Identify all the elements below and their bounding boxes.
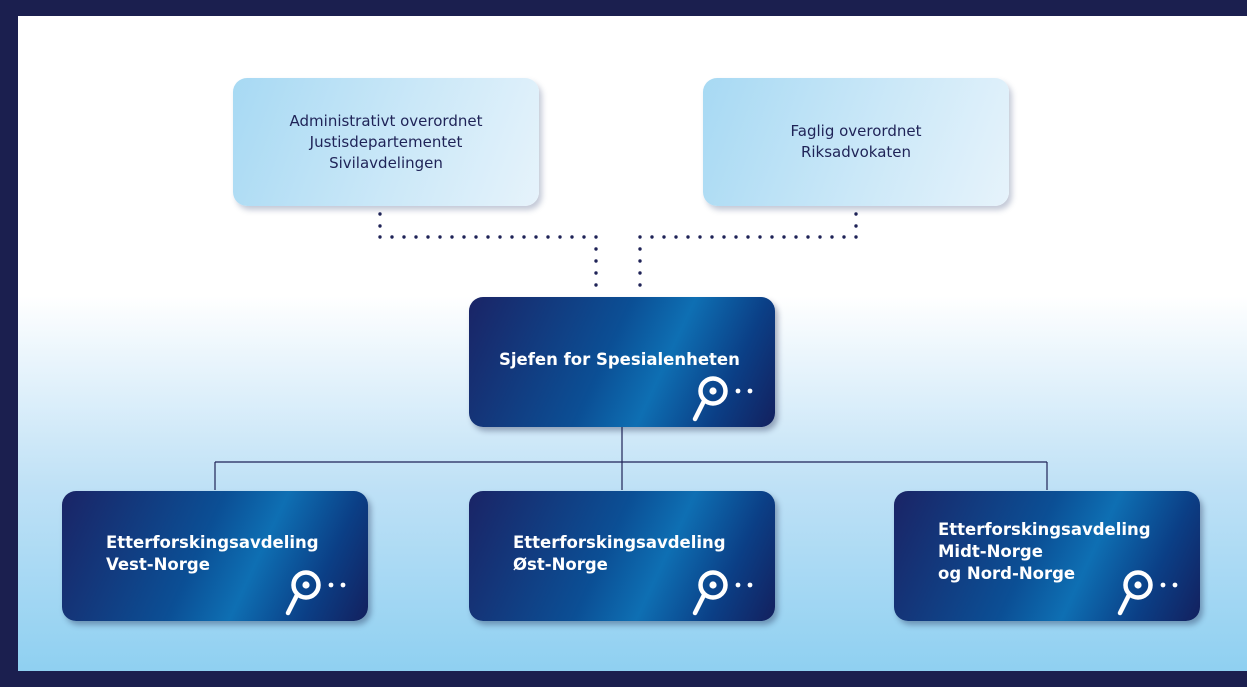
dotted-connector-dot: [378, 235, 382, 239]
department-label-vest: Etterforskingsavdeling Vest-Norge: [106, 532, 319, 576]
dotted-connector-dot: [638, 283, 642, 287]
dotted-connector-dot: [486, 235, 490, 239]
dotted-connector-dot: [390, 235, 394, 239]
administrative-line-1: Administrativt overordnet: [289, 111, 483, 130]
dotted-connector-dot: [462, 235, 466, 239]
dotted-connector-dot: [378, 224, 382, 228]
magnifier-dots-logo-icon: [1117, 570, 1178, 616]
department-line: Midt-Norge: [938, 542, 1043, 561]
dotted-connector-dot: [450, 235, 454, 239]
dotted-connector-dot: [794, 235, 798, 239]
dotted-connector-dot: [594, 247, 598, 251]
dotted-connector-dot: [854, 212, 858, 216]
dotted-connector-dot: [510, 235, 514, 239]
department-box-ost: Etterforskingsavdeling Øst-Norge: [469, 491, 775, 621]
dotted-connector-dot: [474, 235, 478, 239]
dotted-connector-dot: [498, 235, 502, 239]
head-of-unit-text: Sjefen for Spesialenheten: [499, 350, 740, 369]
administrative-superior-box: Administrativt overordnet Justisdepartem…: [233, 78, 539, 206]
department-line: Etterforskingsavdeling: [513, 533, 726, 552]
head-of-unit-label: Sjefen for Spesialenheten: [499, 349, 740, 371]
dotted-connector-dot: [638, 235, 642, 239]
dotted-connector-dot: [414, 235, 418, 239]
dotted-connector-dot: [426, 235, 430, 239]
dotted-connector-dot: [806, 235, 810, 239]
dotted-connector-dot: [650, 235, 654, 239]
dotted-connector-dot: [438, 235, 442, 239]
dotted-connector-dot: [546, 235, 550, 239]
dotted-connector-dot: [638, 247, 642, 251]
department-line: og Nord-Norge: [938, 564, 1076, 583]
dotted-connector-dot: [770, 235, 774, 239]
dotted-connector-dot: [594, 271, 598, 275]
dotted-connector-dot: [854, 235, 858, 239]
administrative-line-2: Justisdepartementet: [309, 132, 463, 151]
professional-line-1: Faglig overordnet: [790, 122, 922, 140]
administrative-line-3: Sivilavdelingen: [329, 153, 443, 172]
dotted-connector-dot: [662, 235, 666, 239]
dotted-connector-dot: [818, 235, 822, 239]
department-line: Vest-Norge: [106, 555, 210, 574]
dotted-connector-dot: [686, 235, 690, 239]
department-line: Etterforskingsavdeling: [106, 533, 319, 552]
department-box-vest: Etterforskingsavdeling Vest-Norge: [62, 491, 368, 621]
dotted-connector-dot: [594, 235, 598, 239]
department-line: Etterforskingsavdeling: [938, 520, 1151, 539]
dotted-connector-dot: [534, 235, 538, 239]
dotted-connector-dot: [722, 235, 726, 239]
dotted-connector-dot: [710, 235, 714, 239]
department-box-midt-nord: Etterforskingsavdeling Midt-Norge og Nor…: [894, 491, 1200, 621]
dotted-connector-dot: [698, 235, 702, 239]
connector-lines: [214, 212, 1048, 490]
dotted-connector-dot: [558, 235, 562, 239]
dotted-connector-dot: [402, 235, 406, 239]
org-chart-canvas: Administrativt overordnet Justisdepartem…: [18, 16, 1247, 671]
dotted-connector-dot: [782, 235, 786, 239]
magnifier-dots-logo-icon: [285, 570, 346, 616]
dotted-connector-dot: [638, 271, 642, 275]
department-label-ost: Etterforskingsavdeling Øst-Norge: [513, 532, 726, 576]
dotted-connector-dot: [570, 235, 574, 239]
professional-superior-box: Faglig overordnet Riksadvokaten: [703, 78, 1009, 206]
dotted-connector-dot: [854, 224, 858, 228]
dotted-connector-dot: [378, 212, 382, 216]
dotted-connector-dot: [638, 259, 642, 263]
dotted-connector-dot: [830, 235, 834, 239]
magnifier-dots-logo-icon: [692, 570, 753, 616]
dotted-connector-dot: [734, 235, 738, 239]
head-of-unit-box: Sjefen for Spesialenheten: [469, 297, 775, 427]
dotted-connector-dot: [582, 235, 586, 239]
department-line: Øst-Norge: [513, 555, 608, 574]
dotted-connector-dot: [594, 283, 598, 287]
dotted-connector-dot: [758, 235, 762, 239]
dotted-connector-dot: [746, 235, 750, 239]
department-label-midt-nord: Etterforskingsavdeling Midt-Norge og Nor…: [938, 519, 1151, 585]
magnifier-dots-logo-icon: [692, 376, 753, 422]
dotted-connector-dot: [522, 235, 526, 239]
dotted-connector-dot: [674, 235, 678, 239]
dotted-connector-dot: [594, 259, 598, 263]
professional-line-2: Riksadvokaten: [800, 143, 912, 161]
administrative-superior-text: Administrativt overordnet Justisdepartem…: [290, 111, 483, 174]
professional-superior-text: Faglig overordnet Riksadvokaten: [791, 121, 922, 163]
dotted-connector-dot: [842, 235, 846, 239]
